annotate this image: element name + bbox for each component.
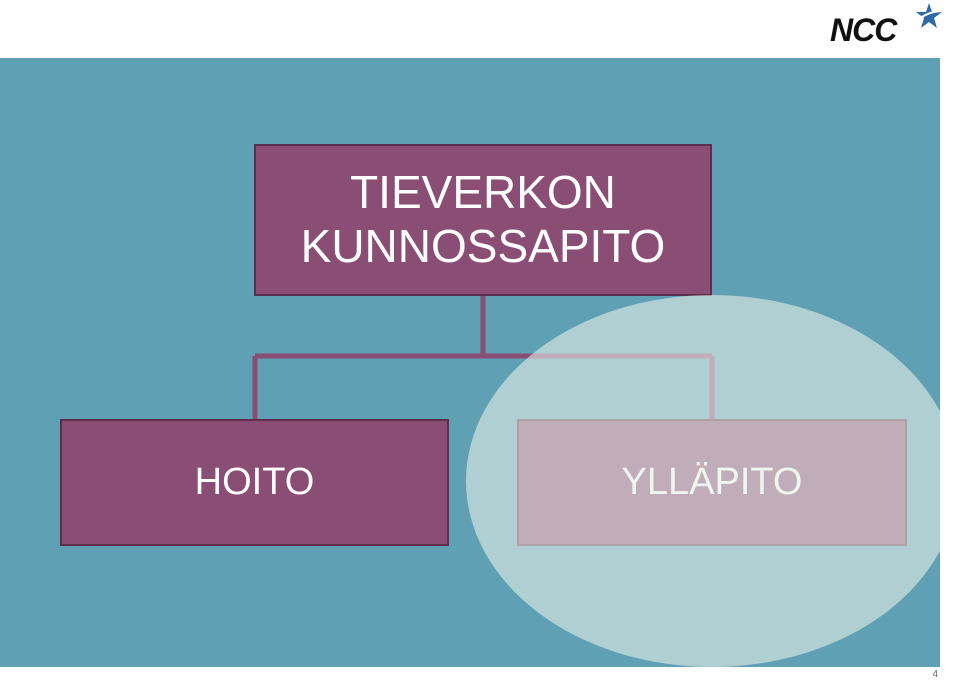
root-node-label: TIEVERKON KUNNOSSAPITO	[300, 166, 666, 272]
page-number: 4	[932, 669, 938, 680]
ncc-logo: NCC	[828, 2, 944, 48]
root-node: TIEVERKON KUNNOSSAPITO	[254, 144, 712, 296]
child-node-hoito-label: HOITO	[194, 461, 315, 503]
child-node-yllapito-label: YLLÄPITO	[621, 461, 803, 503]
logo-text: NCC	[830, 12, 897, 48]
star-icon	[913, 3, 943, 28]
child-node-yllapito: YLLÄPITO	[517, 419, 907, 546]
child-node-hoito: HOITO	[60, 419, 449, 546]
slide-content: TIEVERKON KUNNOSSAPITO HOITO YLLÄPITO	[0, 58, 940, 667]
